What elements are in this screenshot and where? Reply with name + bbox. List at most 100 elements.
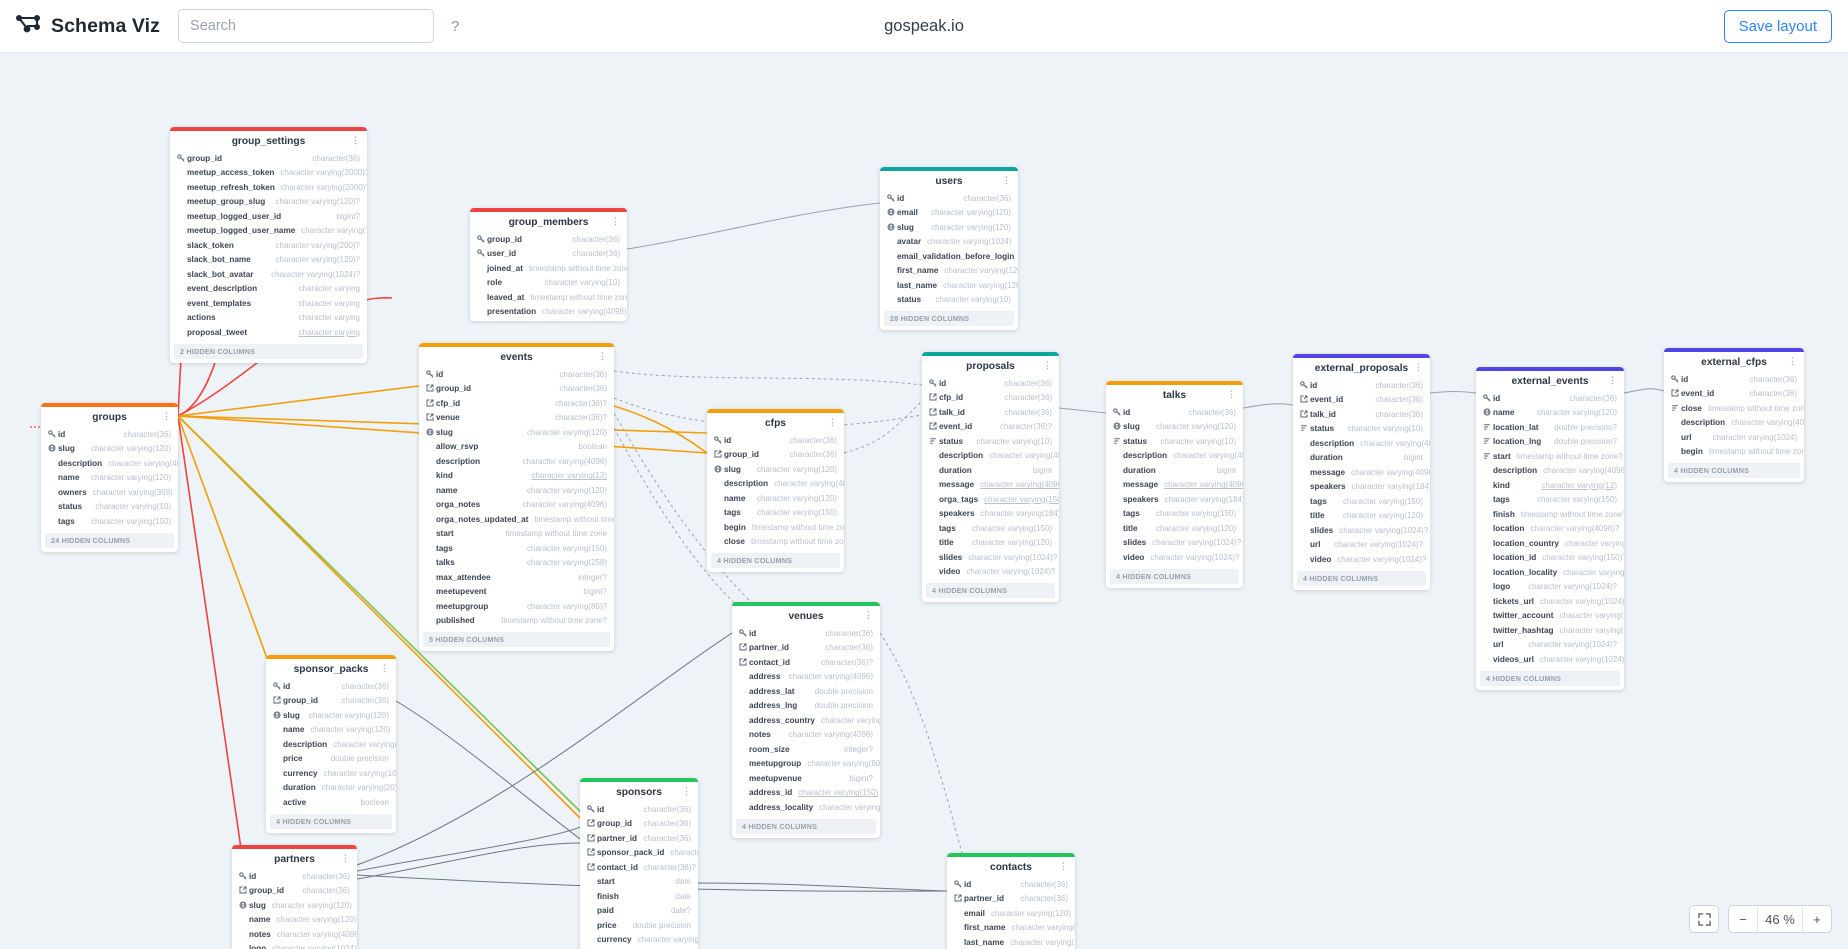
hidden-columns-badge[interactable]: 4 HIDDEN COLUMNS	[1668, 463, 1800, 478]
table-header[interactable]: events⋮	[419, 347, 614, 367]
table-header[interactable]: external_proposals⋮	[1293, 358, 1430, 378]
fit-screen-icon[interactable]	[1689, 905, 1719, 933]
table-menu-icon[interactable]: ⋮	[1788, 356, 1797, 366]
table-header[interactable]: users⋮	[880, 171, 1018, 191]
table-menu-icon[interactable]: ⋮	[1608, 375, 1617, 385]
table-header[interactable]: cfps⋮	[707, 413, 844, 433]
hidden-columns-badge[interactable]: 2 HIDDEN COLUMNS	[174, 343, 363, 359]
table-menu-icon[interactable]: ⋮	[351, 135, 360, 145]
hidden-columns-badge[interactable]: 4 HIDDEN COLUMNS	[1110, 568, 1239, 584]
save-layout-button[interactable]: Save layout	[1723, 9, 1832, 43]
table-header[interactable]: partners⋮	[232, 849, 357, 869]
search-input[interactable]	[178, 9, 435, 43]
table-header[interactable]: sponsors⋮	[580, 782, 698, 802]
table-menu-icon[interactable]: ⋮	[1043, 360, 1052, 370]
column-row[interactable]: email_validation_before_loginboolean	[880, 249, 1018, 264]
table-header[interactable]: group_members⋮	[470, 212, 627, 232]
table-menu-icon[interactable]: ⋮	[1059, 861, 1068, 871]
help-icon[interactable]: ?	[451, 17, 460, 35]
table-menu-icon[interactable]: ⋮	[162, 411, 171, 421]
hidden-columns-badge[interactable]: 5 HIDDEN COLUMNS	[423, 632, 610, 647]
